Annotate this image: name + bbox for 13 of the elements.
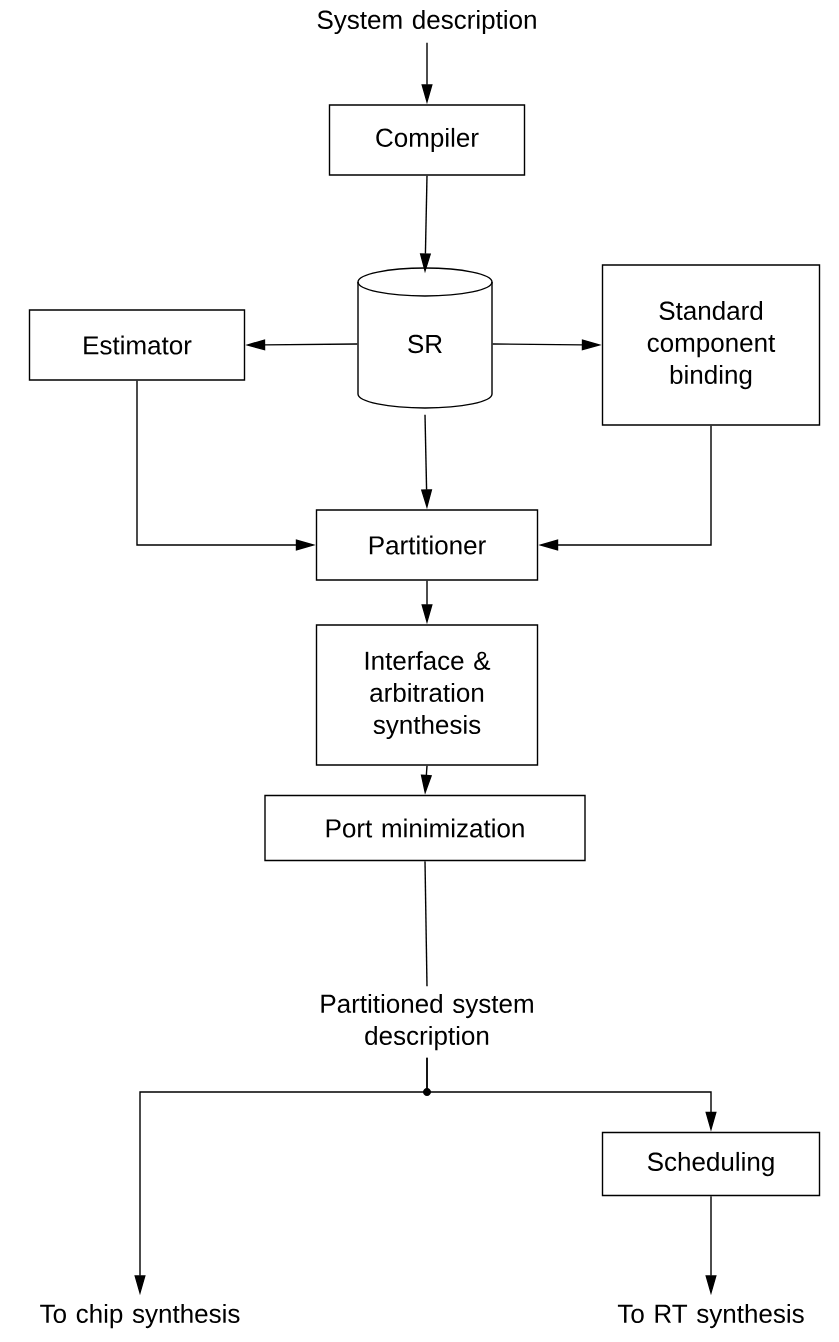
process-box: Standard component binding <box>601 264 821 426</box>
flow-text: To RT synthesis <box>617 1303 804 1329</box>
process-box: Compiler <box>328 104 526 176</box>
flow-text: To chip synthesis <box>40 1303 240 1329</box>
node-label: SR <box>408 334 442 354</box>
flow-text: Partitioned system description <box>321 993 533 1051</box>
flow-text: System description <box>317 9 536 35</box>
process-box: Partitioner <box>315 509 539 581</box>
process-box: Estimator <box>28 309 246 381</box>
process-box: Scheduling <box>601 1131 821 1197</box>
process-box: Port minimization <box>264 794 586 862</box>
process-box: Interface & arbitration synthesis <box>315 624 539 766</box>
database-cylinder: SR <box>357 267 493 409</box>
